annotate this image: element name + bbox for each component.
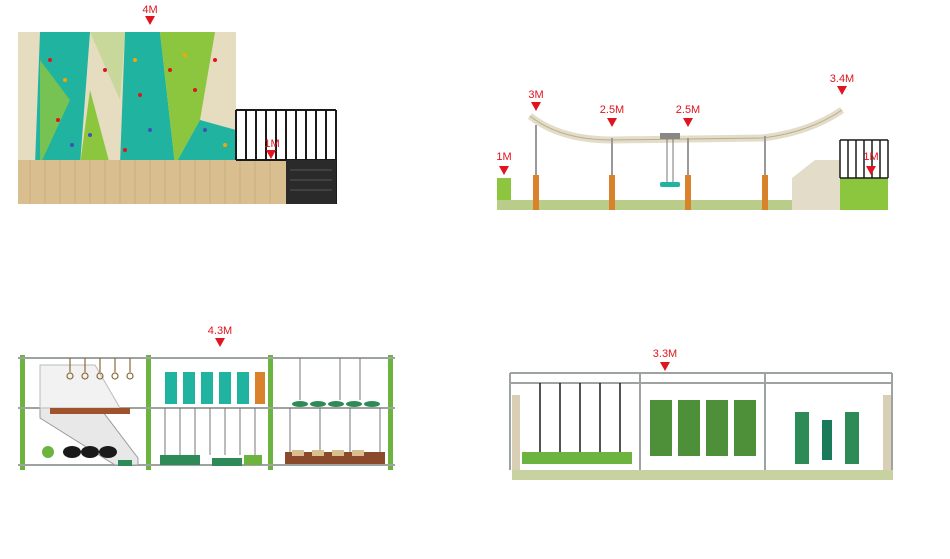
ground-strip bbox=[497, 200, 840, 210]
wall-panel-green bbox=[80, 90, 110, 165]
wall-panel-light bbox=[90, 32, 125, 100]
height-label: 2.5M bbox=[676, 104, 700, 116]
hanging-poles bbox=[539, 383, 621, 452]
top-frame bbox=[509, 372, 893, 470]
height-marker-icon bbox=[607, 118, 617, 127]
frame-posts bbox=[20, 355, 393, 470]
height-marker-icon bbox=[837, 86, 847, 95]
height-marker-icon bbox=[866, 166, 876, 175]
height-label: 1M bbox=[496, 151, 511, 163]
wall-panel-green bbox=[160, 32, 215, 165]
hanging-course-elevation: 3.3M bbox=[509, 348, 893, 480]
wall-panel-teal bbox=[120, 32, 175, 165]
side-wall bbox=[512, 395, 520, 480]
height-marker-icon bbox=[683, 118, 693, 127]
green-panels bbox=[795, 412, 859, 464]
hanging-log-panels bbox=[165, 372, 265, 404]
height-label: 4M bbox=[142, 4, 157, 16]
height-marker-icon bbox=[145, 16, 155, 25]
deck-boards bbox=[29, 160, 271, 204]
side-wall bbox=[883, 395, 893, 480]
stair-block bbox=[286, 160, 336, 204]
upper-stair bbox=[39, 364, 121, 409]
ground-bench bbox=[522, 452, 632, 464]
height-label: 3.3M bbox=[653, 348, 677, 360]
height-label: 2.5M bbox=[600, 104, 624, 116]
log-bridge-slats bbox=[292, 450, 364, 456]
height-marker-icon bbox=[499, 166, 509, 175]
wall-panel-teal bbox=[175, 120, 236, 165]
ground-blocks bbox=[160, 455, 262, 466]
zipline-posts bbox=[533, 125, 768, 210]
swing-seat bbox=[660, 182, 680, 187]
ground-strip bbox=[512, 470, 893, 480]
wood-deck bbox=[18, 160, 286, 204]
height-label: 1M bbox=[264, 138, 279, 150]
stair-steps bbox=[290, 169, 332, 191]
wood-beam bbox=[50, 408, 130, 414]
zipline-elevation: 3M 2.5M 2.5M 3.4M 1M 1M bbox=[496, 73, 889, 210]
height-label: 4.3M bbox=[208, 325, 232, 337]
height-marker-icon bbox=[215, 338, 225, 347]
end-platform bbox=[840, 178, 888, 210]
end-ramp bbox=[792, 160, 840, 210]
height-marker-icon bbox=[660, 362, 670, 371]
height-label: 1M bbox=[863, 151, 878, 163]
height-marker-icon bbox=[531, 102, 541, 111]
rope-lines bbox=[289, 358, 381, 455]
end-railing bbox=[839, 139, 889, 179]
wall-panel-green bbox=[40, 60, 70, 165]
height-marker-icon bbox=[266, 150, 276, 159]
climbing-holds bbox=[48, 53, 227, 152]
climbing-wall-elevation: 4M 1M bbox=[18, 4, 337, 204]
hanging-rings bbox=[66, 358, 134, 380]
tire-swings bbox=[42, 446, 132, 466]
height-label: 3M bbox=[528, 89, 543, 101]
hanging-ropes bbox=[164, 408, 256, 455]
rope-course-elevation: 4.3M bbox=[18, 325, 395, 470]
net-cylinders bbox=[650, 400, 756, 456]
height-label: 3.4M bbox=[830, 73, 854, 85]
stepping-pods bbox=[292, 401, 380, 407]
trolley bbox=[660, 133, 680, 139]
